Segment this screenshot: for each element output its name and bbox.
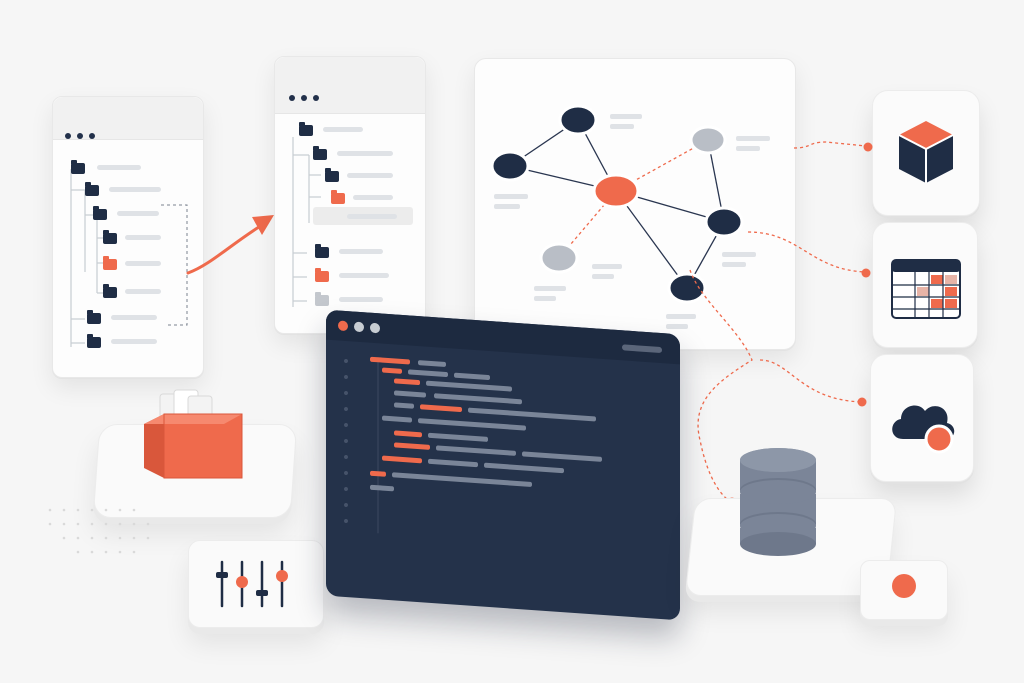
tree-item [117, 211, 159, 216]
folder-tree-icon [292, 137, 321, 307]
tree-item [339, 249, 383, 254]
dot-pattern [48, 508, 150, 554]
graph-node-center [592, 173, 640, 209]
window-dot [313, 95, 319, 101]
cube-tile [872, 90, 980, 216]
window-max-dot [370, 322, 380, 334]
graph-node [539, 242, 579, 274]
tree-item [111, 315, 157, 320]
cloud-tile [870, 354, 974, 482]
graph-node [667, 272, 707, 304]
tree-item [111, 339, 157, 344]
tree-item [353, 195, 393, 200]
window-close-dot [338, 320, 348, 332]
folder-icon [331, 190, 345, 204]
connector-dot [861, 268, 871, 278]
folder-icon [85, 182, 99, 196]
tree-item [339, 297, 383, 302]
window-dot [289, 95, 295, 101]
node-graph-icon [490, 104, 770, 329]
table-icon [891, 259, 961, 319]
folder-icon [93, 206, 107, 220]
tree-window-right [274, 56, 426, 334]
sliders-icon [216, 560, 288, 608]
sliders-card [188, 540, 324, 628]
folder-icon [315, 292, 329, 306]
graph-node [689, 125, 727, 155]
tree-item [125, 261, 161, 266]
cube-icon [898, 121, 954, 183]
tree-item [97, 165, 141, 170]
window-title-bar [275, 57, 425, 114]
tree-item [323, 127, 363, 132]
window-title-bar [53, 97, 203, 140]
folder-icon [71, 160, 85, 174]
tree-item [125, 235, 161, 240]
tree-window-left [52, 96, 204, 378]
record-button-icon[interactable] [892, 574, 916, 598]
folder-icon [299, 122, 313, 136]
code-lines [344, 356, 602, 534]
folder-icon [103, 284, 117, 298]
tree-item [125, 289, 161, 294]
tree-item [339, 273, 389, 278]
file-box-icon [144, 389, 243, 479]
window-dot [89, 133, 95, 139]
code-editor-window [326, 309, 680, 621]
tree-item [337, 151, 393, 156]
folder-icon [325, 168, 339, 182]
window-min-dot [354, 321, 364, 333]
curved-arrow-icon [186, 215, 274, 275]
database-icon [740, 448, 816, 556]
table-tile [872, 222, 978, 348]
folder-icon [313, 146, 327, 160]
graph-panel [474, 58, 796, 350]
tree-item [109, 187, 161, 192]
tree-item [347, 173, 393, 178]
graph-node [490, 150, 530, 182]
folder-icon [103, 256, 117, 270]
folder-icon [87, 334, 101, 348]
window-dot [65, 133, 71, 139]
connector-dot [863, 142, 873, 152]
connector-dot [857, 397, 867, 407]
window-dot [301, 95, 307, 101]
folder-icon [87, 310, 101, 324]
tree-item [347, 214, 397, 219]
folder-icon [315, 268, 329, 282]
cloud-icon [892, 405, 955, 454]
graph-node [704, 206, 744, 238]
graph-node [558, 104, 598, 136]
folder-icon [315, 244, 329, 258]
folder-icon [103, 230, 117, 244]
window-dot [77, 133, 83, 139]
